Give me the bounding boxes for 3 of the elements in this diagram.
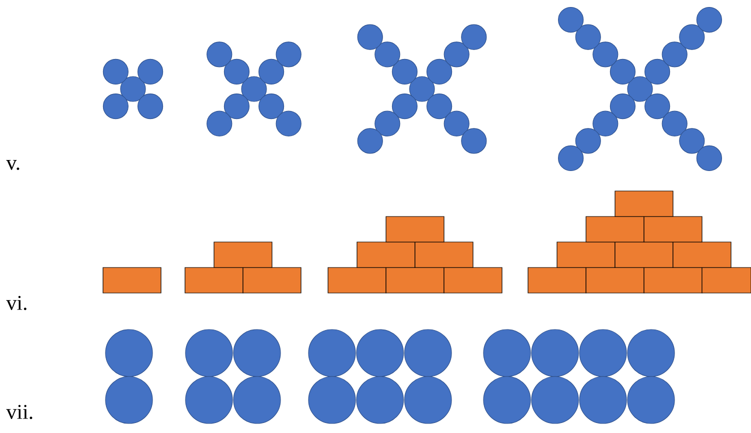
row-label: vii. — [6, 404, 32, 420]
row-label: v. — [6, 160, 20, 170]
row-label: vi. — [6, 296, 26, 310]
